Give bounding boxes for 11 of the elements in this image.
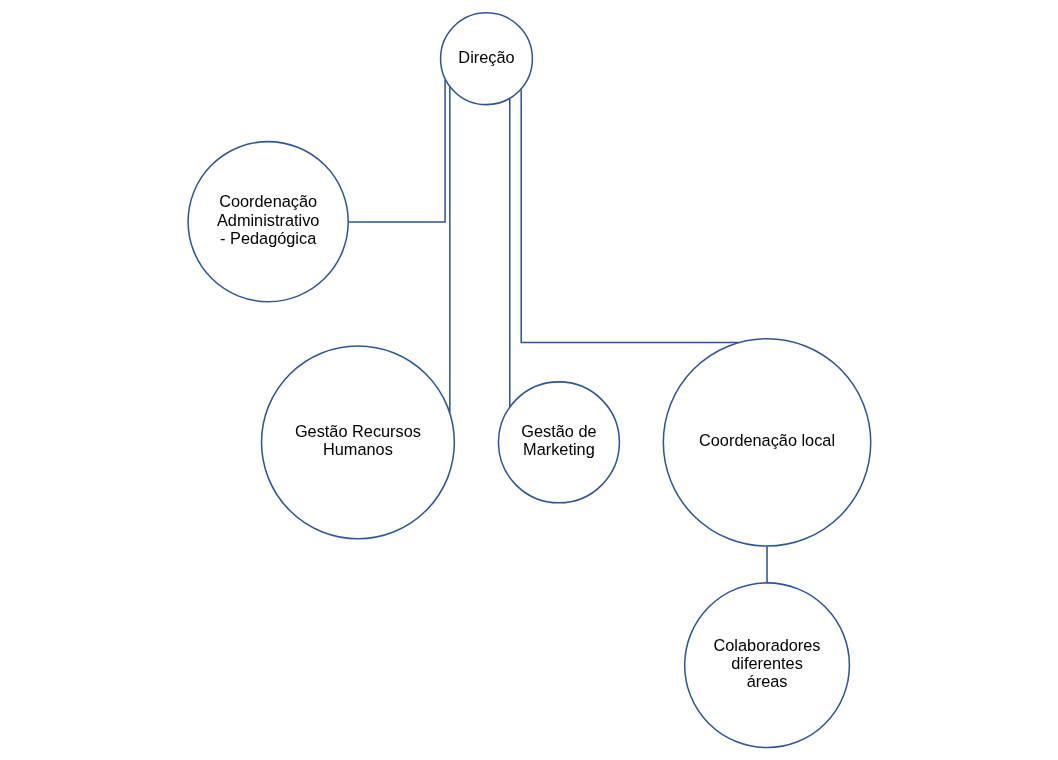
node-circle: Coordenação local bbox=[662, 337, 871, 547]
node-circle: Coordenação Administrativo - Pedagógica bbox=[186, 140, 349, 303]
connector bbox=[508, 97, 511, 408]
node-circle: Gestão de Marketing bbox=[497, 381, 620, 504]
connector bbox=[347, 78, 446, 223]
node-circle: Colaboradores diferentes áreas bbox=[683, 582, 850, 749]
node-circle: Gestão Recursos Humanos bbox=[260, 345, 455, 540]
connector bbox=[448, 86, 451, 414]
connector bbox=[765, 545, 768, 584]
node-circle: Direção bbox=[439, 12, 533, 106]
connector bbox=[519, 88, 739, 344]
